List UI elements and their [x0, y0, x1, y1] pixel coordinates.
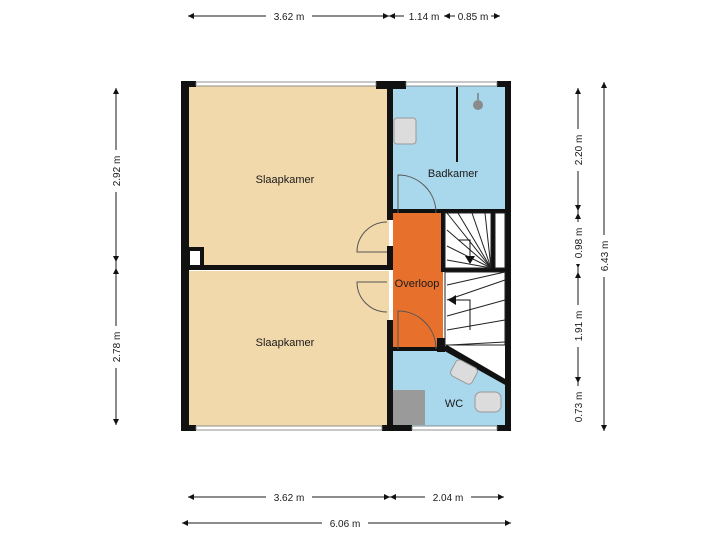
dim-left-2: 2.78 m — [112, 332, 123, 363]
shower — [456, 87, 483, 162]
dimension-bottom: 3.62 m 2.04 m — [188, 490, 504, 504]
dimension-bottom-total: 6.06 m — [182, 516, 511, 530]
landing-area — [393, 213, 443, 349]
room-label-toilet: WC — [445, 398, 463, 410]
dim-top-1: 3.62 m — [274, 12, 305, 23]
dimension-top: 3.62 m 1.14 m 0.85 m — [188, 9, 500, 23]
walls — [181, 81, 511, 431]
dim-right-2: 0.98 m — [574, 228, 585, 259]
staircase — [444, 212, 506, 346]
bathroom-area — [393, 86, 505, 213]
dim-bottom-1: 3.62 m — [274, 493, 305, 504]
room-label-bedroom-top: Slaapkamer — [256, 174, 315, 186]
dim-bottom-total: 6.06 m — [330, 519, 361, 530]
dim-top-2: 1.14 m — [409, 12, 440, 23]
toilet-storage — [393, 390, 425, 425]
dimension-right-total: 6.43 m — [597, 82, 611, 431]
dim-right-4: 0.73 m — [574, 392, 585, 423]
dimension-right: 2.20 m 0.98 m 1.91 m 0.73 m — [571, 88, 585, 428]
stair-arrow-up-icon — [448, 295, 456, 305]
shower-drain-icon — [473, 100, 483, 110]
windows — [195, 81, 498, 431]
dim-top-3: 0.85 m — [458, 12, 489, 23]
bedroom-top-area — [186, 86, 389, 267]
dim-bottom-2: 2.04 m — [433, 493, 464, 504]
dim-left-1: 2.92 m — [112, 156, 123, 187]
room-label-bedroom-bottom: Slaapkamer — [256, 337, 315, 349]
toilet-bowl-icon — [474, 391, 502, 413]
washbasin — [393, 117, 417, 145]
dim-right-3: 1.91 m — [574, 311, 585, 342]
room-label-bathroom: Badkamer — [428, 168, 478, 180]
dim-right-total: 6.43 m — [600, 241, 611, 272]
room-label-landing: Overloop — [395, 278, 440, 290]
dim-right-1: 2.20 m — [574, 135, 585, 166]
bedroom-bottom-area — [186, 271, 389, 426]
toilet-sink-icon — [450, 359, 478, 385]
doors — [356, 174, 437, 350]
toilet-fixtures — [393, 359, 502, 425]
dimension-left: 2.92 m 2.78 m — [109, 88, 123, 425]
stair-arrow-down-icon — [465, 256, 475, 264]
